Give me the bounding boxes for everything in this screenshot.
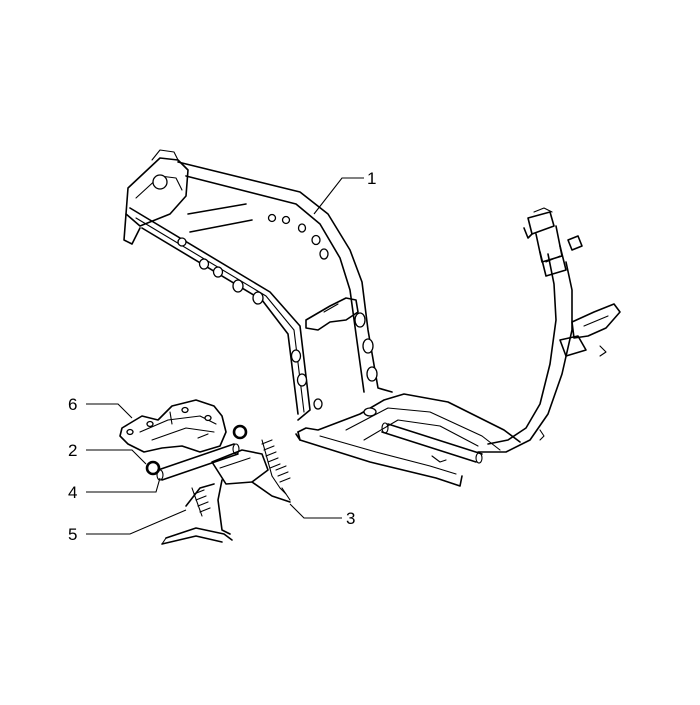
leader-lines bbox=[86, 177, 364, 535]
scooter-frame[interactable] bbox=[123, 149, 621, 487]
callout-3[interactable]: 3 bbox=[346, 509, 356, 528]
callout-4[interactable]: 4 bbox=[68, 483, 78, 502]
callout-6[interactable]: 6 bbox=[68, 395, 78, 414]
callout-5[interactable]: 5 bbox=[68, 525, 78, 544]
pivot-pin[interactable] bbox=[156, 443, 240, 481]
washer-ring[interactable] bbox=[145, 424, 248, 476]
stand-bracket[interactable] bbox=[119, 399, 227, 453]
callout-1[interactable]: 1 bbox=[367, 169, 377, 188]
center-stand[interactable] bbox=[161, 449, 291, 545]
return-spring[interactable] bbox=[261, 439, 291, 501]
callout-2[interactable]: 2 bbox=[68, 441, 78, 460]
